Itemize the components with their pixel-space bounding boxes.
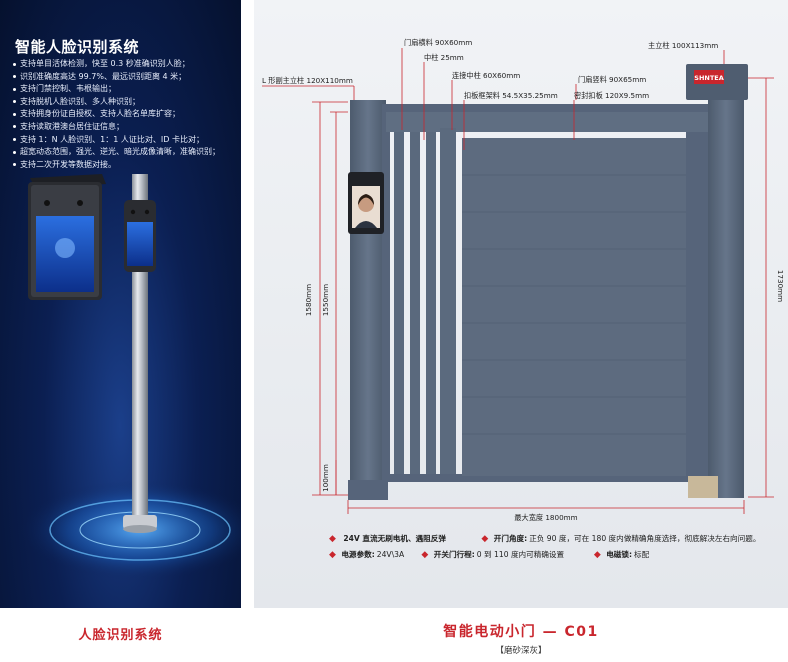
feature-item: 支持读取港澳台居住证信息； (12, 121, 220, 134)
spec-label: 开门角度: (493, 534, 528, 543)
panel-title: 智能人脸识别系统 (15, 38, 140, 56)
feature-item: 支持拥身份证自授权、支持人脸名单库扩容； (12, 108, 220, 121)
spec-item: ◆ 开门角度:正负 90 度，可在 180 度内做精确角度选择，彻底解决左右向问… (481, 531, 760, 547)
label-max-width: 最大宽度 1800mm (514, 513, 577, 522)
gate-bar (410, 132, 420, 475)
label-connect-column: 连接中柱 60X60mm (452, 71, 520, 80)
gate-drawing: SHNTEA (262, 38, 785, 522)
spec-list: ◆ 24V 直流无刷电机、遇阻反弹 ◆ 开门角度:正负 90 度，可在 180 … (329, 531, 760, 563)
face-recognition-panel: 智能人脸识别系统 支持单目活体检测，快至 0.3 秒准确识别人脸； 识别准确度高… (0, 0, 241, 608)
gate-product-panel: SHNTEA (254, 0, 788, 608)
panel-grooves (462, 174, 686, 435)
spec-value: 正负 90 度，可在 180 度内做精确角度选择，彻底解决左右向问题。 (529, 534, 761, 543)
label-height-1730: 1730mm (776, 270, 785, 302)
label-l-column: L 形副主立柱 120X110mm (262, 76, 353, 85)
spec-value: 标配 (634, 550, 650, 559)
wall-terminal (28, 174, 106, 300)
gate-bar (394, 132, 404, 475)
feature-item: 支持单目活体检测，快至 0.3 秒准确识别人脸； (12, 58, 220, 71)
right-caption: 智能电动小门 — C01 (443, 624, 599, 640)
feature-list: 支持单目活体检测，快至 0.3 秒准确识别人脸； 识别准确度高达 99.7%、最… (12, 58, 220, 171)
feature-item: 支持 1：N 人脸识别、1：1 人证比对、ID 卡比对； (12, 134, 220, 147)
feature-item: 支持门禁控制、韦根输出； (12, 83, 220, 96)
spec-row: ◆ 24V 直流无刷电机、遇阻反弹 ◆ 开门角度:正负 90 度，可在 180 … (329, 531, 760, 547)
spec-item: ◆ 电源参数:24V\3A (329, 547, 419, 563)
dimension-lines (262, 48, 774, 514)
bullet-icon: ◆ (481, 534, 489, 544)
feature-item: 支持脱机人脸识别、多人种识别； (12, 96, 220, 109)
label-seal-panel: 密封扣板 120X9.5mm (574, 91, 649, 100)
brand-plate (694, 70, 724, 84)
bullet-icon: ◆ (593, 550, 601, 560)
l-column (350, 100, 386, 498)
door-top-rail (386, 112, 727, 132)
spec-item: ◆ 24V 直流无刷电机、遇阻反弹 (329, 531, 479, 547)
main-column-base (688, 476, 718, 498)
face-terminal (348, 172, 384, 234)
connect-column (440, 128, 456, 474)
label-panel-frame: 扣板框架料 54.5X35.25mm (464, 91, 558, 100)
spec-item: ◆ 电磁锁:标配 (594, 547, 649, 563)
spec-value: 24V\3A (376, 550, 405, 559)
l-column-base (348, 480, 388, 500)
label-height-1580: 1580mm (304, 284, 313, 316)
device-illustration (20, 174, 241, 580)
gate-bar (426, 132, 436, 475)
label-height-100: 100mm (321, 464, 330, 492)
label-height-1550: 1550mm (321, 284, 330, 316)
label-door-crossbar: 门扇横料 90X60mm (404, 38, 472, 47)
feature-item: 识别准确度高达 99.7%、最远识别距离 4 米； (12, 71, 220, 84)
left-caption: 人脸识别系统 (78, 628, 163, 643)
door-upright (686, 132, 708, 477)
bullet-icon: ◆ (329, 534, 336, 544)
spec-value: 0 到 110 度内可精确设置 (476, 550, 565, 559)
pole-terminal (123, 174, 157, 533)
bullet-icon: ◆ (329, 550, 336, 560)
spec-row: ◆ 电源参数:24V\3A ◆ 开关门行程:0 到 110 度内可精确设置 ◆ … (329, 547, 760, 563)
spec-value: 24V 直流无刷电机、遇阻反弹 (343, 534, 446, 543)
brand-logo: SHNTEA (694, 74, 723, 82)
feature-item: 支持二次开发等数据对接。 (12, 159, 220, 172)
label-middle-column: 中柱 25mm (424, 53, 464, 62)
label-main-column: 主立柱 100X113mm (648, 41, 718, 50)
feature-item: 超宽动态范围，强光、逆光、暗光成像清晰，准确识别； (12, 146, 220, 159)
right-subcaption: 【磨砂深灰】 (495, 646, 547, 656)
bullet-icon: ◆ (421, 550, 429, 560)
gate-panel (462, 138, 686, 476)
spec-label: 开关门行程: (433, 550, 475, 559)
spec-label: 电磁锁: (606, 550, 633, 559)
label-door-upright: 门扇竖料 90X65mm (578, 75, 646, 84)
spec-label: 电源参数: (341, 550, 375, 559)
main-column (708, 98, 744, 498)
spec-item: ◆ 开关门行程:0 到 110 度内可精确设置 (421, 547, 591, 563)
